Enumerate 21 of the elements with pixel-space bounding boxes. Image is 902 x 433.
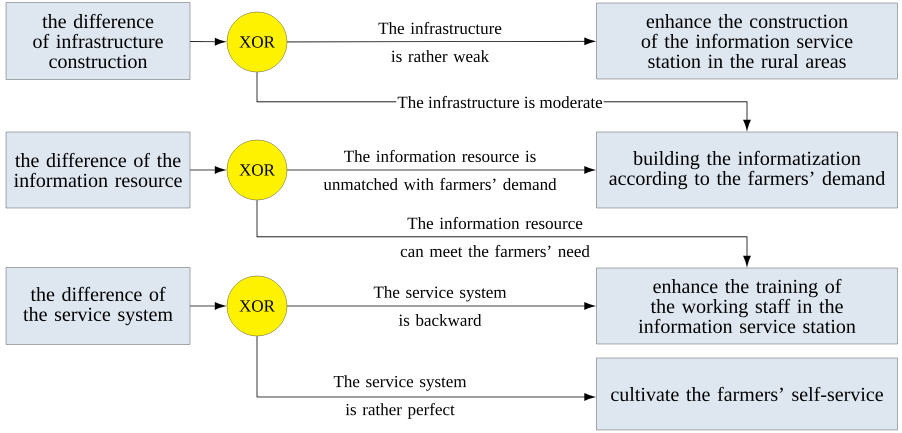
process-box: cultivate the farmers’ self-service [596,358,898,430]
arrow [286,38,595,46]
process-box: the difference of infrastructure construction [6,2,190,80]
process-box: enhance the training of the working staff in the information service station [596,268,898,344]
edge-label: The infrastructure is moderate [396,94,604,110]
arrow [190,166,226,174]
arrow [286,302,595,310]
arrow [286,166,595,174]
process-box: the difference of the service system [6,267,190,345]
edge-label: The service system is backward [374,286,506,326]
edge-label: The infrastructure is rather weak [378,22,502,62]
process-box: enhance the construction of the information service station in the rural areas [596,2,898,80]
edge-label: The information resource can meet the farmers’ need [400,216,590,258]
process-box: the difference of the information resource [6,132,190,208]
edge-label: The information resource is unmatched with farmers’ demand [324,150,556,190]
arrow [256,336,595,401]
arrow [190,38,226,46]
process-box: building the informatization according to the farmers’ demand [596,132,898,208]
arrow [190,302,226,310]
edge-label: The service system is rather perfect [334,375,466,419]
arrow [256,200,751,266]
